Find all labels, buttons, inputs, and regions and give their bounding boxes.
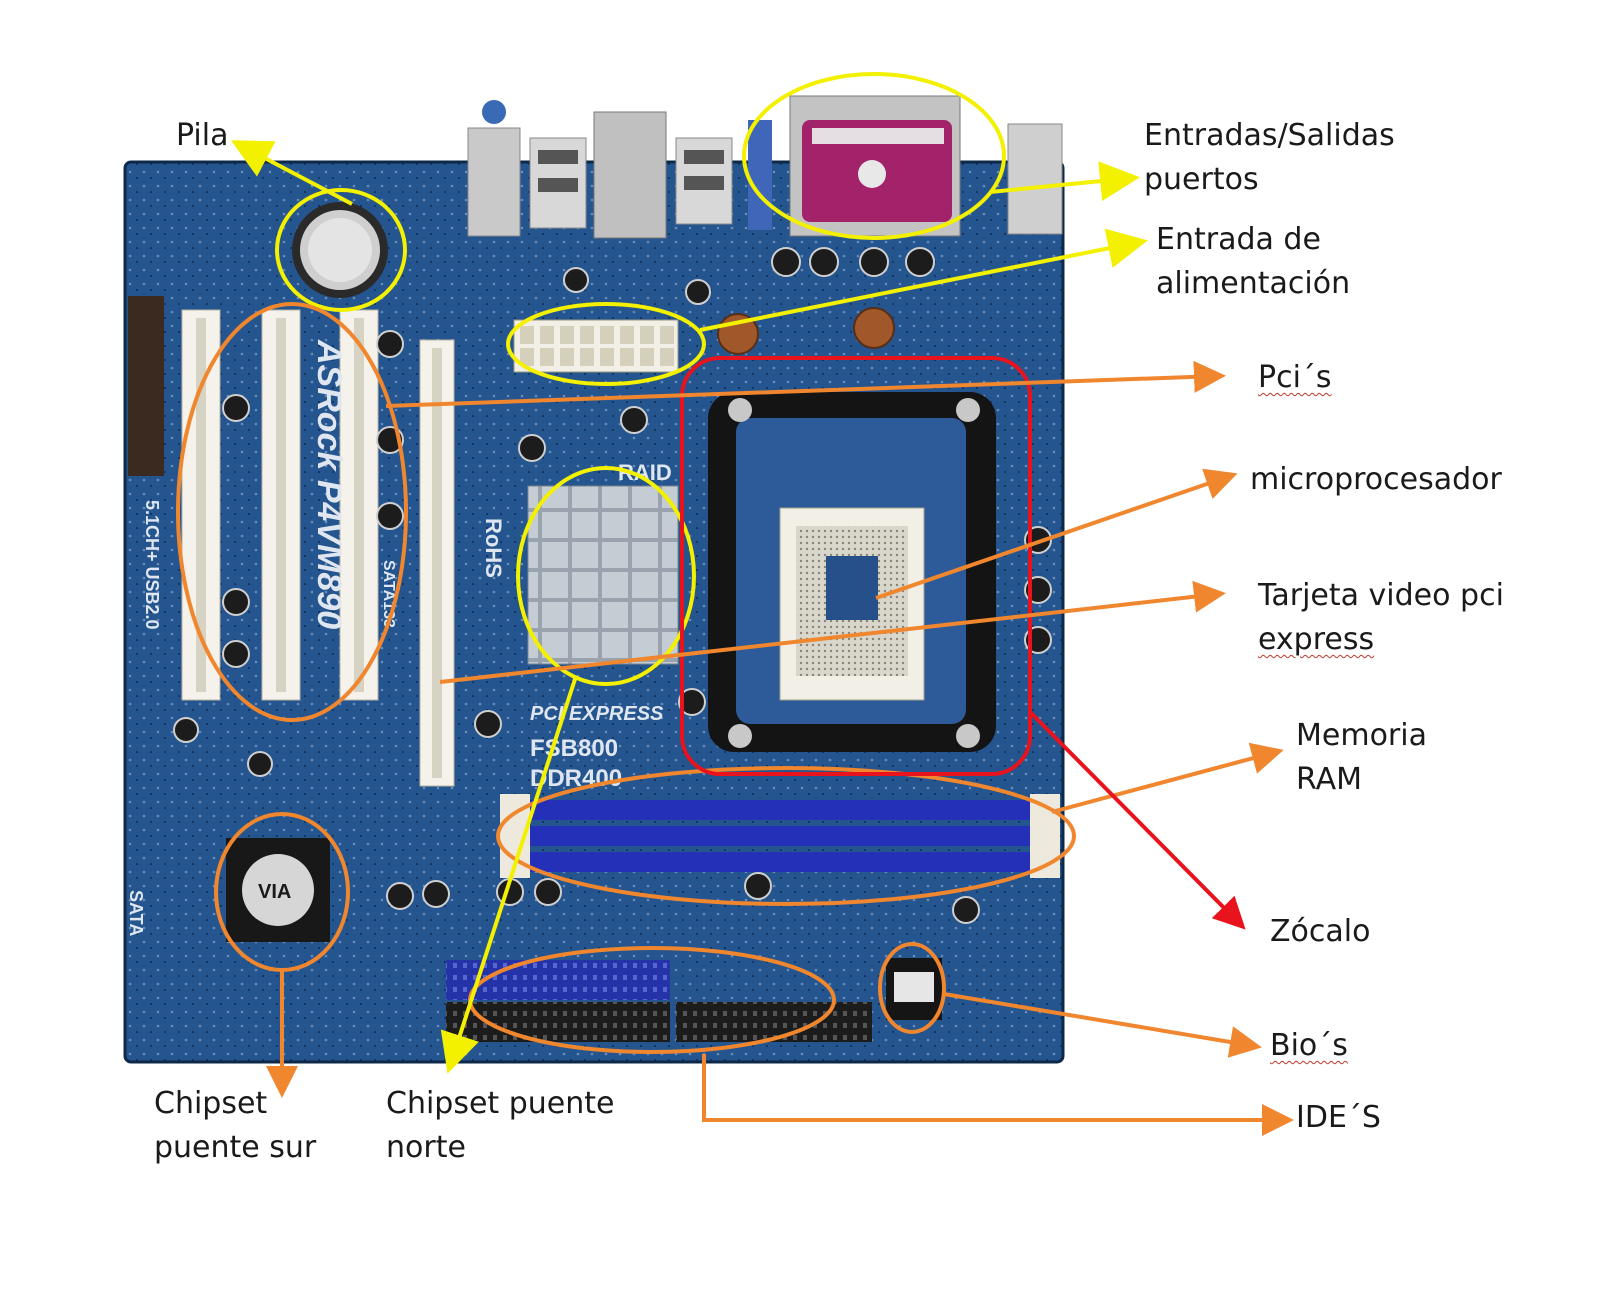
silk-fsb: FSB800 <box>530 735 618 762</box>
label-north-line2: norte <box>386 1130 466 1165</box>
silk-rohs: RoHS <box>481 518 506 578</box>
label-power-line2: alimentación <box>1156 266 1351 301</box>
capacitors <box>173 247 1052 924</box>
silk-sata: SATA <box>126 890 146 936</box>
highlight-power <box>506 302 706 386</box>
label-north-line1: Chipset puente <box>386 1086 615 1121</box>
highlight-battery <box>275 188 407 312</box>
ide-connectors <box>446 960 872 1042</box>
label-power: Entrada de alimentación <box>1156 218 1350 306</box>
label-south-line1: Chipset <box>154 1086 268 1121</box>
arrow-power <box>699 228 1148 332</box>
motherboard: ASRock P4VM890 5.1CH+ USB2.0 SATA SATA13… <box>123 95 1065 1064</box>
label-ides-text: IDE´S <box>1296 1100 1381 1135</box>
arrow-ram <box>1051 742 1284 814</box>
label-cpu-text: microprocesador <box>1250 462 1502 497</box>
label-video-line2: express <box>1258 622 1375 657</box>
label-bios-text: Bio´s <box>1270 1028 1348 1063</box>
label-io-line2: puertos <box>1144 162 1259 197</box>
label-pcis: Pci´s <box>1258 356 1332 400</box>
atx-power-connector <box>513 319 679 373</box>
arrow-socket <box>1028 710 1246 930</box>
arrow-pcis <box>385 360 1226 408</box>
ram-slots <box>500 794 1060 878</box>
highlight-pci <box>176 302 408 722</box>
pci-slots <box>128 296 379 701</box>
label-socket: Zócalo <box>1270 910 1370 954</box>
label-power-line1: Entrada de <box>1156 222 1321 257</box>
chipset-brand: VIA <box>258 881 291 903</box>
arrow-pila <box>230 140 353 206</box>
highlight-socket <box>680 356 1032 776</box>
label-pila: Pila <box>176 114 229 158</box>
highlight-ram <box>496 766 1076 906</box>
label-pila-text: Pila <box>176 118 229 153</box>
cmos-battery <box>292 202 388 298</box>
silk-pci-express: PCI EXPRESS <box>530 703 664 725</box>
io-panel <box>467 95 1063 239</box>
highlight-bios <box>878 942 946 1034</box>
label-video: Tarjeta video pci express <box>1258 574 1504 662</box>
cpu-socket <box>708 392 996 752</box>
label-ram-line2: RAM <box>1296 762 1363 797</box>
label-pcis-text: Pci´s <box>1258 360 1332 395</box>
label-ram: Memoria RAM <box>1296 714 1427 802</box>
arrow-cpu <box>875 468 1238 600</box>
label-ram-line1: Memoria <box>1296 718 1427 753</box>
label-io-ports: Entradas/Salidas puertos <box>1144 114 1395 202</box>
highlight-io-ports <box>742 72 1006 240</box>
label-ides: IDE´S <box>1296 1096 1381 1140</box>
highlight-northbridge <box>516 466 696 686</box>
label-northbridge: Chipset puente norte <box>386 1082 614 1170</box>
board-brand: ASRock P4VM890 <box>310 339 348 629</box>
label-bios: Bio´s <box>1270 1024 1348 1068</box>
label-south-line2: puente sur <box>154 1130 317 1165</box>
arrow-video <box>439 580 1226 684</box>
label-io-line1: Entradas/Salidas <box>1144 118 1395 153</box>
label-video-line1: Tarjeta video pci <box>1258 578 1504 613</box>
arrow-ides <box>702 1054 1294 1136</box>
label-southbridge: Chipset puente sur <box>154 1082 316 1170</box>
label-cpu: microprocesador <box>1250 458 1502 502</box>
chokes <box>717 307 895 355</box>
arrow-bios <box>943 992 1262 1058</box>
bios-chip <box>886 958 942 1020</box>
northbridge-heatsink <box>527 485 679 665</box>
arrow-io <box>989 161 1140 202</box>
silk-usb: 5.1CH+ USB2.0 <box>142 500 162 630</box>
arrow-northbridge <box>440 675 578 1074</box>
pci-express-slot <box>419 339 455 787</box>
southbridge-chip: VIA <box>226 838 330 942</box>
label-socket-text: Zócalo <box>1270 914 1371 949</box>
